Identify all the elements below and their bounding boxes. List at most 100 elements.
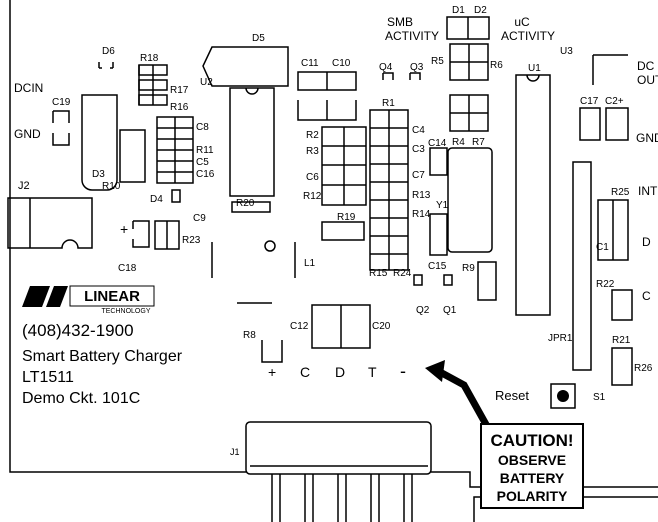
label-bat-plus: +: [268, 364, 276, 380]
label-c17: C17: [580, 96, 599, 107]
c14-outline: [429, 147, 448, 176]
d5-outline: [202, 46, 289, 87]
r9-outline: [477, 261, 497, 301]
d3-outline: [81, 94, 118, 191]
r20-outline: [231, 201, 271, 213]
label-bat-t: T: [368, 364, 377, 380]
label-r16: R16: [170, 102, 189, 113]
c2-outline: [605, 107, 629, 141]
label-d5: D5: [252, 33, 265, 44]
j2-connector: [7, 197, 93, 249]
info-line2: LT1511: [22, 369, 74, 386]
label-u2: U2: [200, 77, 213, 88]
label-dc: DC: [637, 59, 655, 73]
label-r9: R9: [462, 263, 475, 274]
label-c6: C6: [306, 172, 319, 183]
label-d-right: D: [642, 235, 651, 249]
label-out: OUT: [637, 73, 658, 87]
label-c5: C5: [196, 157, 209, 168]
label-c16: C16: [196, 169, 215, 180]
label-u1: U1: [528, 63, 541, 74]
label-c1: C1: [596, 242, 609, 253]
c17-outline: [579, 107, 601, 141]
label-smb: SMB: [387, 15, 413, 29]
label-y1: Y1: [436, 200, 449, 211]
label-d1: D1: [452, 5, 465, 16]
label-d4: D4: [150, 194, 163, 205]
label-r23: R23: [182, 235, 201, 246]
reset-button-dot[interactable]: [557, 390, 569, 402]
c12-c20-outline: [311, 304, 371, 349]
label-c7: C7: [412, 170, 425, 181]
label-gnd-left: GND: [14, 127, 41, 141]
c11-c10-outline: [297, 71, 357, 121]
d4-outline: [171, 189, 181, 203]
info-line3: Demo Ckt. 101C: [22, 390, 140, 407]
label-s1: S1: [593, 392, 606, 403]
label-bat-d: D: [335, 364, 345, 380]
label-q2: Q2: [416, 305, 430, 316]
label-r5: R5: [431, 56, 444, 67]
u2-ic: [229, 87, 275, 197]
label-r21: R21: [612, 335, 631, 346]
label-gnd-right: GND: [636, 131, 658, 145]
label-activity-left: ACTIVITY: [385, 29, 439, 43]
q4-q3-outline: [382, 72, 421, 80]
label-r14: R14: [412, 209, 431, 220]
r26-outline: [611, 347, 633, 386]
label-jpr1: JPR1: [548, 333, 573, 344]
linear-logo: LINEAR TECHNOLOGY: [22, 285, 155, 315]
r19-outline: [321, 221, 365, 241]
label-r7: R7: [472, 137, 485, 148]
label-dcin: DCIN: [14, 81, 43, 95]
caution-title: CAUTION!: [490, 431, 573, 450]
label-r17: R17: [170, 85, 189, 96]
caution-line1: OBSERVE: [498, 452, 566, 468]
r22-outline: [611, 289, 633, 321]
label-c10: C10: [332, 58, 351, 69]
u3-outline: [592, 54, 628, 85]
label-r19: R19: [337, 212, 356, 223]
info-phone: (408)432-1900: [22, 321, 134, 340]
reset-button[interactable]: [550, 383, 576, 409]
label-bat-minus: -: [400, 361, 406, 381]
label-r18: R18: [140, 53, 159, 64]
label-r3: R3: [306, 146, 319, 157]
l1-outline: [211, 242, 296, 278]
label-r4: R4: [452, 137, 465, 148]
label-d6: D6: [102, 46, 115, 57]
jpr1-header: [572, 161, 592, 371]
label-c11: C11: [301, 58, 319, 69]
label-reset: Reset: [495, 388, 529, 403]
label-c9: C9: [193, 213, 206, 224]
label-r1: R1: [382, 98, 395, 109]
logo-brand: LINEAR: [84, 288, 140, 305]
u1-ic: [515, 74, 551, 316]
r8-outline: [237, 302, 283, 363]
label-r12: R12: [303, 191, 322, 202]
y1-crystal: [447, 147, 493, 253]
r10-outline: [119, 129, 146, 183]
label-r22: R22: [596, 279, 615, 290]
label-c14: C14: [428, 138, 447, 149]
label-r13: R13: [412, 190, 431, 201]
label-q3: Q3: [410, 62, 424, 73]
label-c18: C18: [118, 263, 137, 274]
logo-sub: TECHNOLOGY: [101, 308, 150, 315]
label-j2: J2: [18, 180, 30, 192]
caution-line2: BATTERY: [500, 470, 565, 486]
label-j1: J1: [230, 447, 240, 457]
label-c4: C4: [412, 125, 425, 136]
c15-outline: [429, 213, 448, 256]
label-r6: R6: [490, 60, 503, 71]
label-c2plus: C2+: [605, 96, 624, 107]
label-r25: R25: [611, 187, 630, 198]
label-c8: C8: [196, 122, 209, 133]
label-r8: R8: [243, 330, 256, 341]
label-uc: uC: [514, 15, 530, 29]
label-d2: D2: [474, 5, 487, 16]
label-r26: R26: [634, 363, 653, 374]
polarity-arrow: [438, 368, 492, 430]
label-c12: C12: [290, 321, 309, 332]
